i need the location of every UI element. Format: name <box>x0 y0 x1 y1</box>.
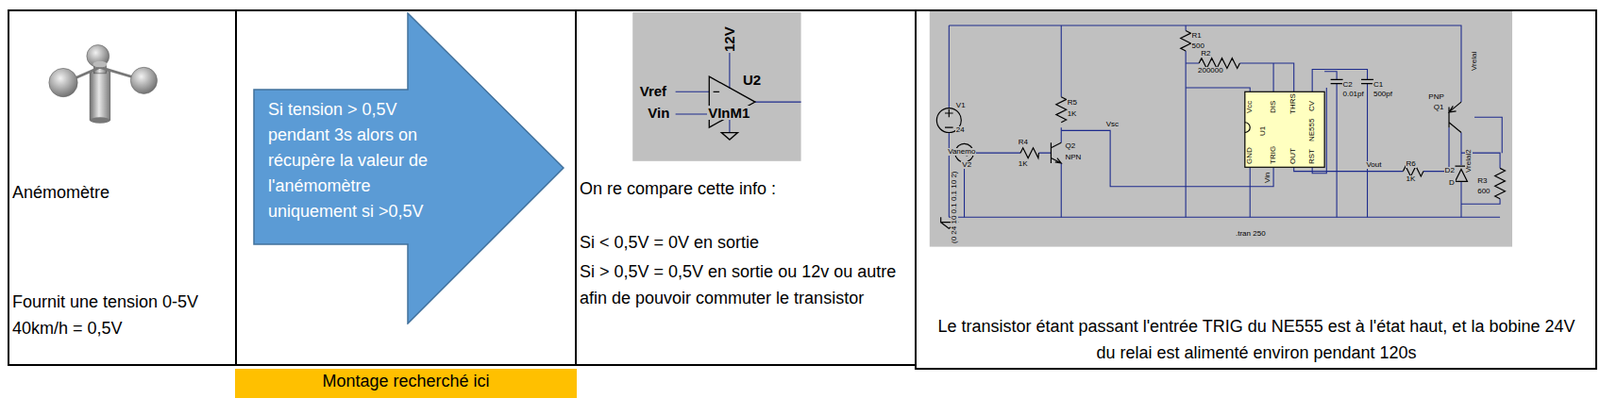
schematic-label: C2 <box>1342 81 1354 89</box>
schematic-label: Vout <box>1364 161 1382 169</box>
opamp-label: Vref <box>639 84 668 99</box>
opamp-schematic <box>675 40 802 133</box>
schematic-label: R1 <box>1191 32 1203 40</box>
anemometer-illustration <box>49 45 158 124</box>
opamp-schematic <box>721 133 738 141</box>
cell-text: Anémomètre <box>12 179 232 206</box>
schematic-label: Q1 <box>1432 103 1446 112</box>
schematic-label: GND <box>1246 146 1254 166</box>
table-cell: Si tension > 0,5V pendant 3s alors on ré… <box>235 9 577 367</box>
cell-text: Fournit une tension 0-5V 40km/h = 0,5V <box>12 288 232 342</box>
ne555-schematic <box>1474 117 1502 153</box>
arrow-shape: Si tension > 0,5V pendant 3s alors on ré… <box>252 12 565 325</box>
opamp-schematic <box>632 12 801 162</box>
ne555-schematic <box>948 25 1502 218</box>
ne555-schematic <box>1245 91 1325 168</box>
cell-text: Si < 0,5V = 0V en sortie <box>579 229 912 256</box>
ne555-schematic <box>1461 133 1500 219</box>
schematic-label: 600 <box>1476 187 1491 196</box>
schematic-label: R3 <box>1476 177 1488 186</box>
ne555-schematic <box>936 30 1505 229</box>
table-cell: On re compare cette info : Si < 0,5V = 0V… <box>574 9 917 367</box>
ne555-schematic <box>1448 101 1462 133</box>
schematic-label: (0 24 10 0.1 0.1 10 2) <box>950 170 959 246</box>
schematic-label: PNP <box>1427 93 1445 102</box>
cell-text: On re compare cette info : <box>579 175 912 203</box>
ne555-schematic <box>944 109 954 128</box>
ne555-schematic <box>1050 142 1062 164</box>
schematic-label: V2 <box>960 161 973 169</box>
opamp-schematic <box>632 12 801 162</box>
schematic-label: R5 <box>1066 99 1078 107</box>
schematic-label: Vin <box>1263 170 1272 184</box>
schematic-label: TRIG <box>1269 145 1278 166</box>
ne555-schematic <box>1245 122 1250 134</box>
schematic-label: DIS <box>1269 100 1278 115</box>
arrow-outline <box>253 13 564 324</box>
anemometer-illustration <box>92 61 107 68</box>
ne555-schematic <box>1020 148 1039 159</box>
anemometer-illustration <box>49 67 78 97</box>
opamp-label: U2 <box>741 72 762 87</box>
schematic-label: RST <box>1308 148 1316 166</box>
schematic-label: Vcc <box>1246 100 1254 115</box>
schematic-label: 1K <box>1066 110 1078 118</box>
ne555-schematic <box>964 152 1052 218</box>
schematic-label: NE555 <box>1308 117 1316 143</box>
schematic-label: Vanemo <box>946 148 977 156</box>
schematic-label: R2 <box>1199 50 1212 58</box>
cell-text: Si > 0,5V = 0,5V en sortie ou 12v ou aut… <box>579 258 912 312</box>
schematic-label: Q2 <box>1063 142 1077 151</box>
ne555-schematic <box>929 10 1513 248</box>
schematic-label: 500pf <box>1372 90 1394 99</box>
schematic-label: V1 <box>955 101 967 110</box>
opamp-label: 12V <box>722 26 737 54</box>
anemometer-illustration <box>130 67 157 94</box>
opamp-label: Vin <box>646 105 671 120</box>
table-cell: AnémomètreFournit une tension 0-5V 40km/… <box>7 9 237 367</box>
highlight-band: Montage recherché ici <box>235 369 577 399</box>
ne555-schematic <box>1056 97 1067 123</box>
cell-text: Le transistor étant passant l'entrée TRI… <box>930 313 1583 367</box>
ne555-schematic <box>948 25 1500 218</box>
anemometer-illustration <box>89 117 111 123</box>
ne555-schematic <box>948 25 1462 102</box>
cell-text: Si tension > 0,5V pendant 3s alors on ré… <box>268 97 453 225</box>
schematic-label: U1 <box>1259 125 1267 137</box>
schematic-label: THRS <box>1289 92 1297 116</box>
opamp-schematic <box>675 40 802 133</box>
schematic-label: CV <box>1308 100 1316 113</box>
table-cell: Le transistor étant passant l'entrée TRI… <box>914 9 1598 371</box>
schematic-label: NPN <box>1063 153 1082 162</box>
schematic-label: Vrelai <box>1470 50 1479 72</box>
ne555-schematic <box>1495 168 1506 199</box>
ne555-schematic <box>1185 87 1250 92</box>
schematic-label: C1 <box>1372 81 1384 89</box>
schematic-label: OUT <box>1289 147 1297 166</box>
ne555-schematic <box>1180 30 1192 51</box>
schematic-label: 0.01pf <box>1342 90 1365 99</box>
ne555-schematic <box>929 10 1513 248</box>
schematic-label: 24 <box>955 126 966 135</box>
anemometer-illustration <box>89 71 111 121</box>
schematic-label: R6 <box>1405 160 1417 169</box>
opamp-label: VInM1 <box>707 105 751 120</box>
ne555-schematic <box>1061 25 1062 218</box>
cell-text: Montage recherché ici <box>235 369 577 395</box>
schematic-label: Vrelai2 <box>1465 148 1473 174</box>
ne555-schematic <box>1061 130 1274 186</box>
schematic-label: D2 <box>1444 167 1456 175</box>
schematic-label: Vsc <box>1105 120 1120 129</box>
schematic-label: 1K <box>1017 160 1029 169</box>
schematic-label: 200000 <box>1196 67 1225 75</box>
schematic-label: .tran 250 <box>1234 230 1267 238</box>
anemometer-illustration <box>86 45 110 68</box>
schematic-label: D <box>1448 179 1456 187</box>
illustrations <box>49 10 1513 248</box>
schematic-label: R4 <box>1017 138 1029 147</box>
schematic-label: 1K <box>1405 175 1417 184</box>
